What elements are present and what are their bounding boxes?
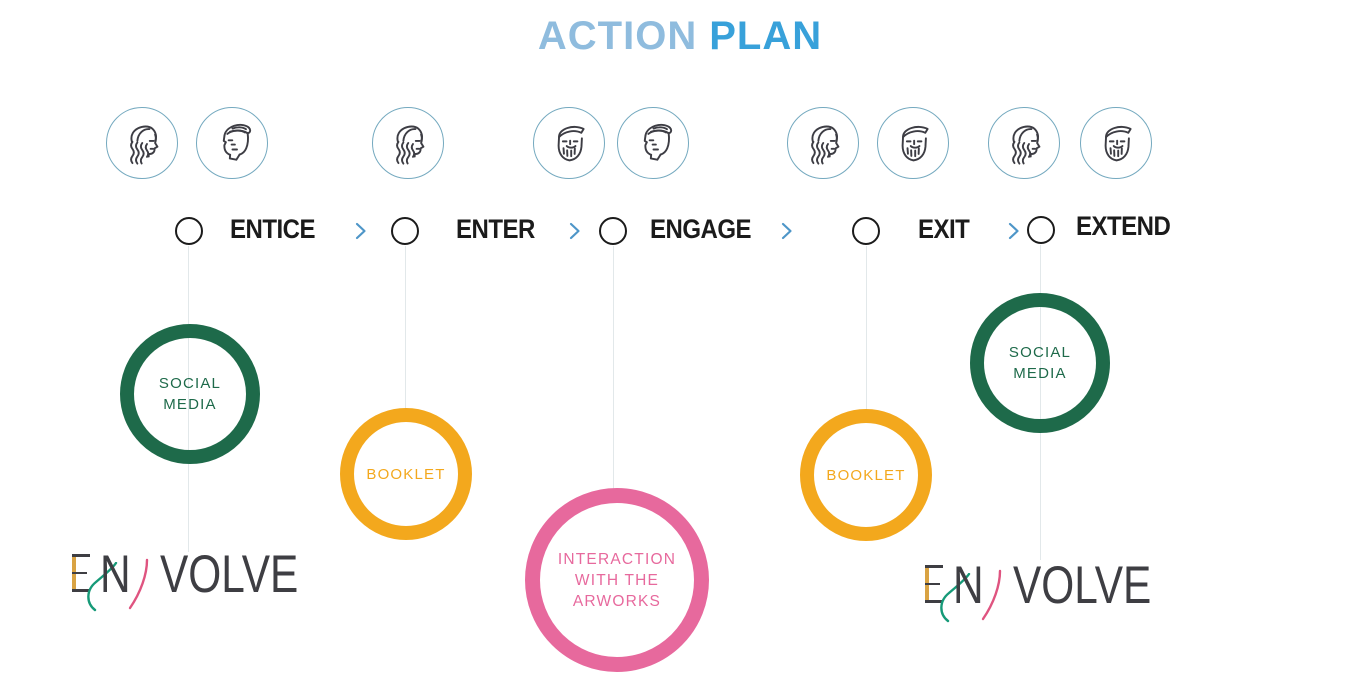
logo-letter-e: [72, 554, 90, 592]
bubble-label: BOOKLET: [826, 465, 905, 486]
logo-bar: [925, 600, 943, 603]
man-beard-face-icon: [533, 107, 605, 179]
woman-face-icon: [988, 107, 1060, 179]
bubble-interaction-artworks: INTERACTION WITH THE ARWORKS: [525, 488, 709, 672]
bubble-text-line: SOCIAL: [158, 375, 222, 392]
title-word-plan: PLAN: [709, 14, 823, 58]
stage-label-enter: ENTER: [456, 214, 535, 245]
connector-line: [613, 246, 614, 489]
man-beard-face-icon: [877, 107, 949, 179]
bubble-text-line: MEDIA: [163, 396, 217, 413]
bubble-social-media-left: SOCIAL MEDIA: [120, 324, 260, 464]
logo-bar: [72, 589, 90, 592]
bubble-booklet-right: BOOKLET: [800, 409, 932, 541]
chevron-right-icon: [355, 222, 367, 240]
logo-pink-swash-icon: [128, 558, 149, 610]
stage-node-circle: [391, 217, 419, 245]
logo-green-swash-icon: [87, 562, 118, 612]
bubble-text-line: WITH THE: [574, 571, 660, 589]
logo-bar: [72, 571, 87, 575]
stage-node-circle: [852, 217, 880, 245]
logo-bar: [925, 565, 943, 568]
stage-label-entice: ENTICE: [230, 214, 316, 245]
bubble-text-line: INTERACTION: [557, 550, 677, 568]
bubble-social-media-right: SOCIAL MEDIA: [970, 293, 1110, 433]
envolve-logo-right: N VOLVE: [923, 556, 1168, 636]
logo-bar: [925, 582, 940, 586]
stage-label-extend: EXTEND: [1076, 211, 1171, 242]
stage-label-engage: ENGAGE: [650, 214, 752, 245]
bubble-text-line: BOOKLET: [366, 465, 446, 483]
envolve-logo-left: N VOLVE: [70, 545, 315, 625]
bubble-booklet-left: BOOKLET: [340, 408, 472, 540]
title-word-action: ACTION: [537, 14, 698, 58]
logo-green-swash-icon: [940, 573, 971, 623]
bubble-label: BOOKLET: [366, 464, 445, 485]
logo-letters-volve: VOLVE: [160, 545, 299, 604]
bubble-text-line: BOOKLET: [826, 466, 906, 484]
chevron-right-icon: [781, 222, 793, 240]
man-quiff-face-icon: [617, 107, 689, 179]
woman-face-icon: [787, 107, 859, 179]
logo-letter-e: [925, 565, 943, 603]
woman-face-icon: [372, 107, 444, 179]
man-quiff-face-icon: [196, 107, 268, 179]
logo-letter-n: N: [953, 556, 984, 615]
bubble-text-line: SOCIAL: [1008, 344, 1072, 361]
logo-bar: [72, 554, 90, 557]
stage-label-exit: EXIT: [918, 214, 970, 245]
logo-pink-swash-icon: [981, 569, 1002, 621]
logo-letters-volve: VOLVE: [1013, 556, 1152, 615]
connector-line: [866, 246, 867, 409]
man-beard-face-icon: [1080, 107, 1152, 179]
connector-line: [405, 246, 406, 408]
bubble-text-line: ARWORKS: [572, 592, 662, 610]
stage-node-circle: [599, 217, 627, 245]
bubble-text-line: MEDIA: [1013, 365, 1067, 382]
stage-node-circle: [1027, 216, 1055, 244]
bubble-label: SOCIAL MEDIA: [159, 373, 221, 415]
stage-node-circle: [175, 217, 203, 245]
logo-letter-n: N: [100, 545, 131, 604]
chevron-right-icon: [1008, 222, 1020, 240]
bubble-label: SOCIAL MEDIA: [1009, 342, 1071, 384]
bubble-label: INTERACTION WITH THE ARWORKS: [558, 549, 676, 612]
woman-face-icon: [106, 107, 178, 179]
chevron-right-icon: [569, 222, 581, 240]
